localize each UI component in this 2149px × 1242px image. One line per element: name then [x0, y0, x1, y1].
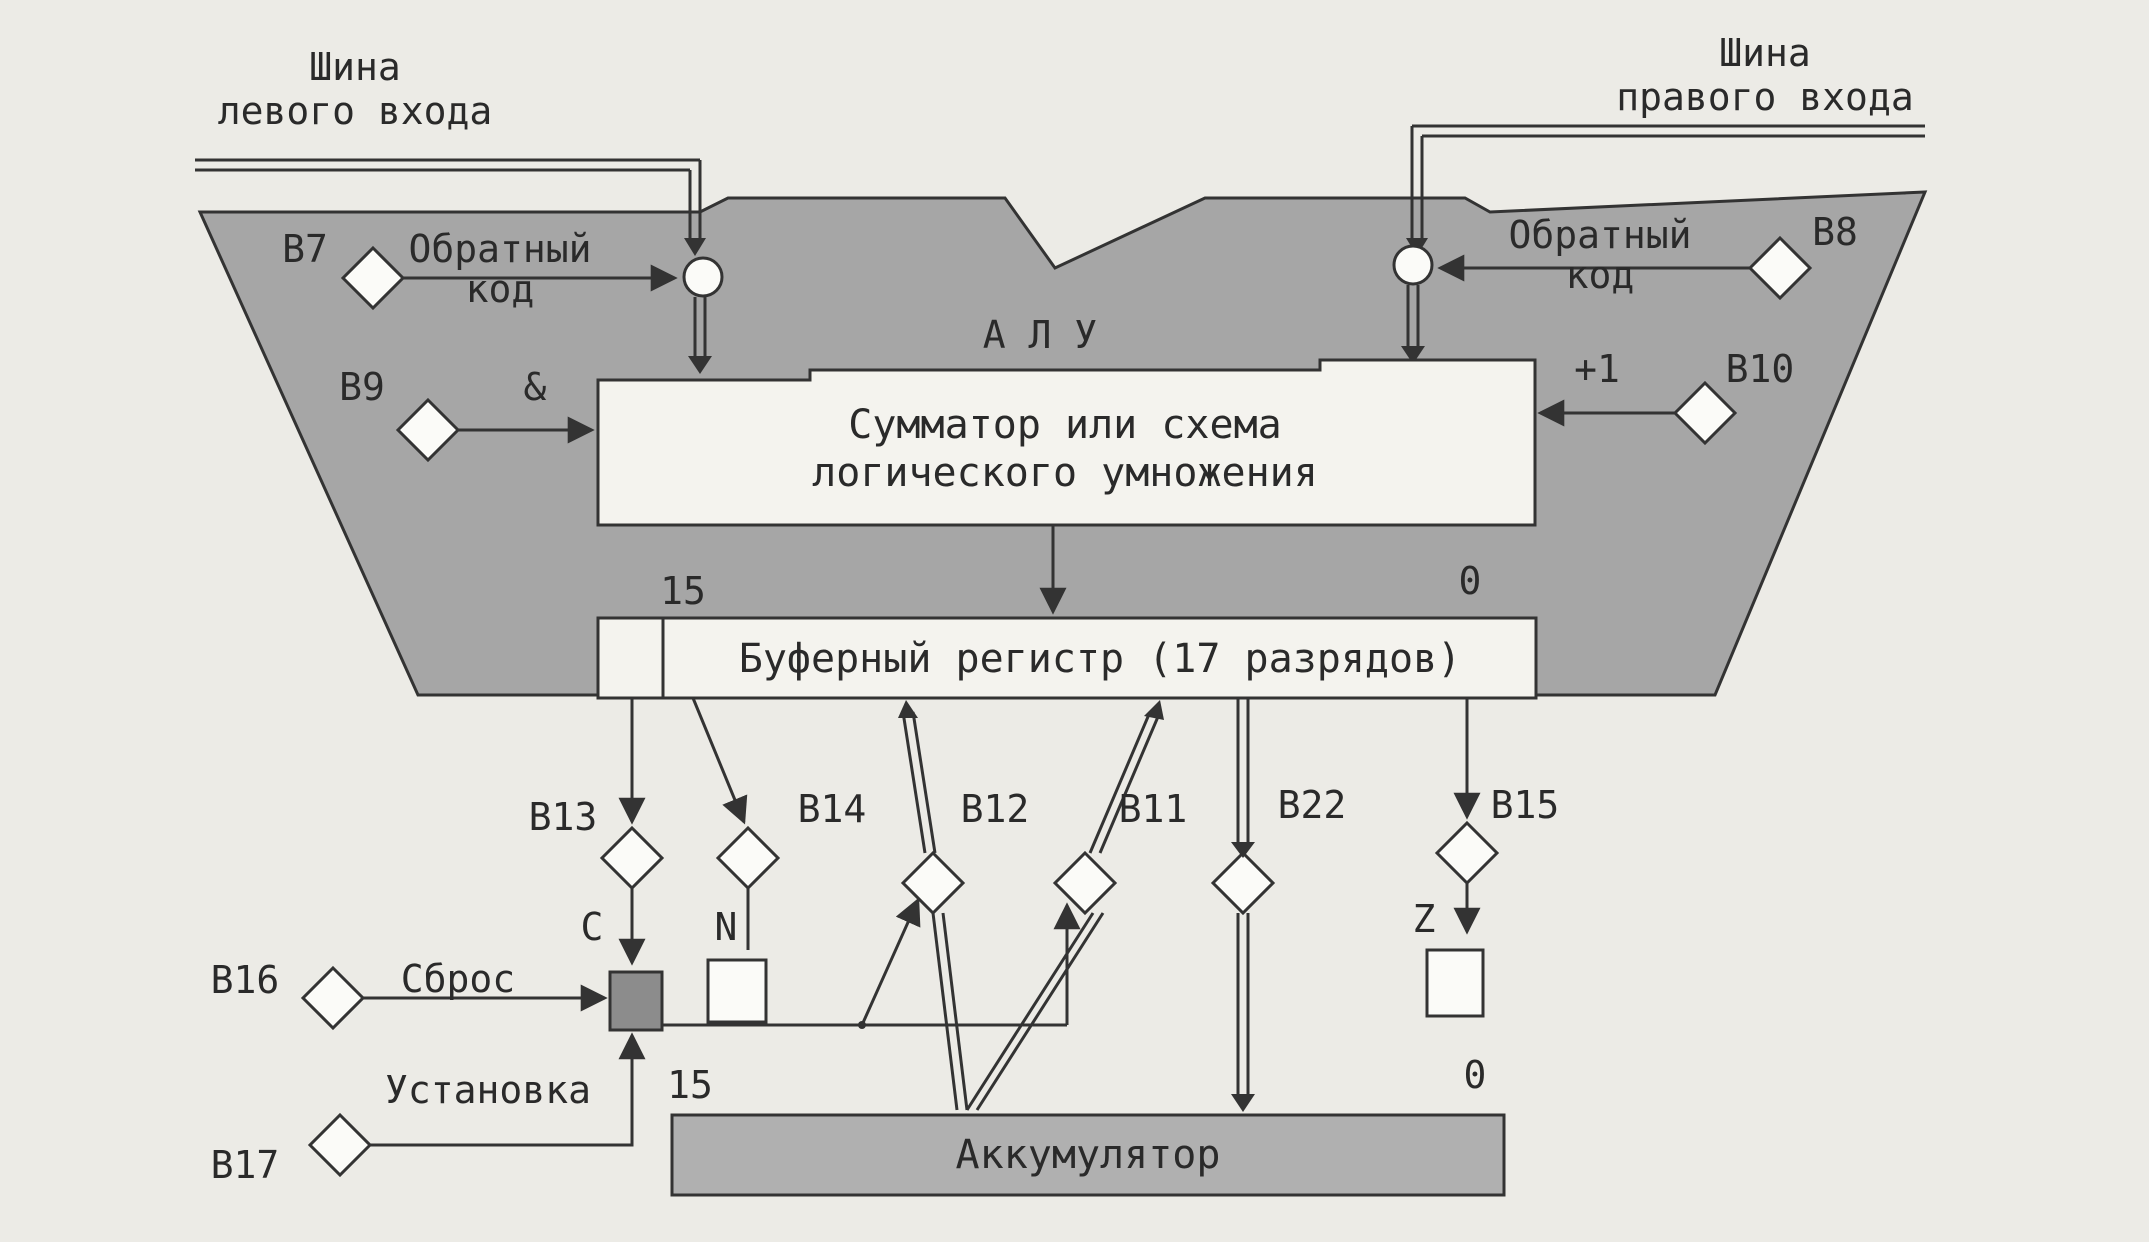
- buffer-to-accumulator-bus: [1231, 698, 1255, 1112]
- accumulator-box: [670, 1113, 1506, 1197]
- b13-diamond[interactable]: [599, 825, 665, 891]
- buffer-register: [596, 616, 1538, 700]
- plus-one-label: +1: [1574, 347, 1620, 391]
- accumulator-to-buffer-bus: [898, 700, 1164, 1111]
- b10-diamond[interactable]: [1672, 380, 1738, 446]
- set-label: Установка: [385, 1068, 591, 1112]
- reset-label: Сброс: [401, 957, 515, 1001]
- b17-diamond[interactable]: [307, 1112, 373, 1178]
- buffer-register-label: Буферный регистр (17 разрядов): [739, 636, 1461, 682]
- accumulator-bit-high: 15: [667, 1063, 713, 1107]
- b9-diamond[interactable]: [395, 397, 461, 463]
- b8-label: B8: [1812, 210, 1858, 254]
- buffer-bit-low: 0: [1459, 559, 1482, 603]
- b7-label: B7: [282, 227, 328, 271]
- right-inverter: [1392, 244, 1434, 286]
- b15-label: B15: [1491, 783, 1560, 827]
- adder-box: [596, 358, 1537, 527]
- n-diamond[interactable]: [715, 825, 781, 891]
- alu-label: А Л У: [983, 313, 1097, 357]
- left-input-bus: [195, 158, 706, 256]
- b14-diamond[interactable]: [900, 850, 966, 916]
- left-inverter: [682, 256, 724, 298]
- b10-label: B10: [1726, 347, 1795, 391]
- b11-diamond[interactable]: [1052, 850, 1118, 916]
- buffer-bit-high: 15: [660, 569, 706, 613]
- b22-label: B22: [1278, 783, 1347, 827]
- carry-flag: [608, 970, 664, 1032]
- zero-flag: [1425, 948, 1485, 1018]
- b16-label: B16: [211, 958, 280, 1002]
- b22-diamond[interactable]: [1210, 850, 1276, 916]
- and-symbol: &: [524, 365, 547, 409]
- b7-diamond[interactable]: [340, 245, 406, 311]
- b8-diamond[interactable]: [1747, 235, 1813, 301]
- negative-flag: [706, 958, 768, 1024]
- b17-label: B17: [211, 1143, 280, 1187]
- b15-diamond[interactable]: [1434, 820, 1500, 886]
- b11-label: B11: [1119, 787, 1188, 831]
- zero-label: Z: [1413, 897, 1436, 941]
- b16-diamond[interactable]: [300, 965, 366, 1031]
- right-input-bus: [1406, 124, 1925, 256]
- b12-label: B12: [961, 787, 1030, 831]
- negative-label: N: [715, 905, 738, 949]
- accumulator-bit-low: 0: [1464, 1053, 1487, 1097]
- b13-label: B13: [529, 795, 598, 839]
- carry-label: C: [581, 905, 604, 949]
- b14-label: B14: [798, 787, 867, 831]
- b9-label: B9: [339, 365, 385, 409]
- accumulator-label: Аккумулятор: [956, 1132, 1221, 1178]
